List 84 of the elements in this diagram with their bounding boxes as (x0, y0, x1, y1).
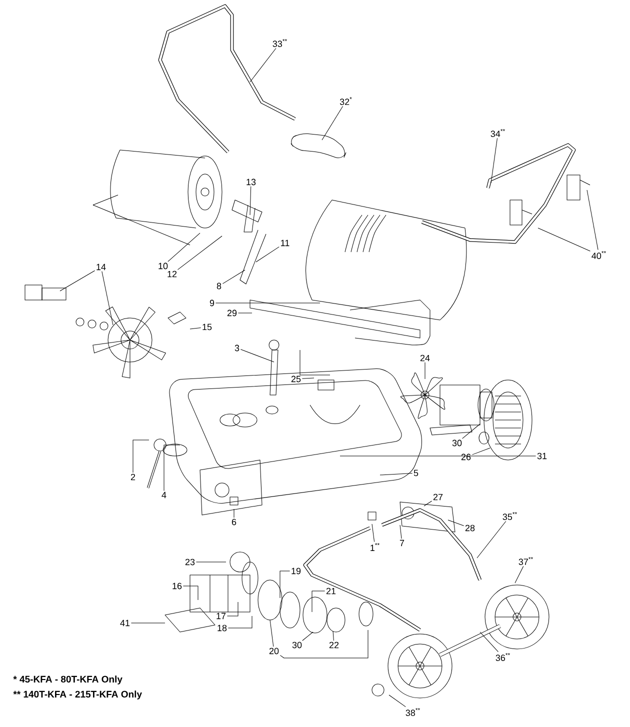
leader-line (514, 566, 524, 584)
leader-line (322, 106, 344, 140)
callout-number: 20 (269, 648, 279, 654)
leader-line (424, 362, 426, 380)
callout-number: 17 (216, 612, 226, 620)
footnote: * 45-KFA - 80T-KFA Only (13, 676, 122, 684)
leader-line (226, 602, 238, 616)
footnote: ** 140T-KFA - 215T-KFA Only (13, 690, 142, 700)
callout-number: 26 (461, 454, 471, 460)
callout-number: 34$^{**}$ (490, 128, 505, 138)
callout-number: 30 (452, 440, 462, 446)
callout-number: 6 (232, 518, 236, 526)
leader-line (380, 472, 413, 476)
callout-number: 7 (400, 540, 404, 546)
leader-line (168, 232, 200, 262)
callout-number: 24 (420, 354, 430, 362)
callout-number: 10 (158, 262, 168, 270)
leader-line (462, 424, 480, 439)
leader-line (250, 48, 276, 82)
callout-number: 32$^{*}$ (340, 96, 352, 106)
callout-number: 16 (172, 582, 182, 590)
leader-line (472, 448, 490, 455)
leader-line (132, 440, 150, 473)
leader-line (400, 524, 402, 539)
callout-number: 28 (465, 524, 475, 532)
leader-line (182, 586, 198, 600)
leader-line (480, 632, 498, 652)
callout-number: 12 (168, 270, 177, 278)
leader-line (130, 622, 166, 624)
callout-number: 38$^{**}$ (406, 708, 420, 716)
callout-number: 37$^{**}$ (518, 556, 533, 566)
leader-line (240, 349, 274, 362)
leader-line (177, 236, 222, 270)
leader-line (238, 312, 252, 314)
leader-line (538, 228, 590, 252)
callout-number: 31 (537, 452, 547, 460)
leader-line (102, 271, 114, 326)
leader-line (448, 520, 464, 526)
leader-line (280, 630, 368, 658)
leader-line (302, 632, 314, 641)
callout-number: 19 (292, 568, 301, 574)
leader-line (190, 327, 202, 330)
leader-line (476, 520, 506, 558)
callout-number: 3 (234, 344, 240, 352)
callout-number: 40$^{**}$ (592, 250, 606, 260)
callout-number: 25 (291, 376, 301, 382)
leader-line (228, 616, 252, 628)
callout-number: 27 (433, 494, 443, 500)
leader-line (388, 694, 406, 708)
callout-number: 23 (185, 558, 195, 566)
leader-line (424, 500, 432, 506)
callout-number: 18 (218, 624, 227, 632)
leader-line (312, 590, 326, 612)
leader-line (250, 186, 252, 216)
callout-number: 29 (227, 310, 237, 316)
leader-line (60, 270, 96, 292)
callout-number: 9 (210, 300, 214, 306)
leader-line (586, 190, 598, 250)
leader-line (490, 138, 498, 184)
callout-number: 13 (246, 178, 256, 186)
callout-number: 14 (96, 264, 106, 270)
callout-number: 4 (162, 492, 166, 498)
leader-line (302, 378, 314, 379)
leader-line (222, 270, 246, 284)
callout-number: 11 (281, 240, 290, 246)
callout-number: 36$^{**}$ (496, 653, 510, 662)
callout-number: 5 (414, 470, 418, 476)
leader-line (270, 620, 274, 647)
callout-number: 22 (329, 642, 339, 648)
callout-number: 30 (292, 642, 302, 648)
callout-number: 35$^{**}$ (502, 512, 517, 520)
callout-number: 21 (326, 588, 336, 594)
leader-line (256, 246, 280, 262)
callout-number: 8 (216, 282, 222, 290)
leader-line (215, 302, 320, 304)
callout-number: 33$^{**}$ (272, 38, 287, 48)
callout-number: 2 (130, 474, 136, 480)
leader-line (372, 524, 375, 542)
callout-number: 1$^{**}$ (370, 543, 380, 551)
callout-number: 41 (120, 620, 130, 626)
leader-line (280, 570, 290, 598)
callout-number: 15 (202, 324, 212, 330)
leader-line (332, 630, 334, 641)
leader-line (164, 444, 180, 491)
